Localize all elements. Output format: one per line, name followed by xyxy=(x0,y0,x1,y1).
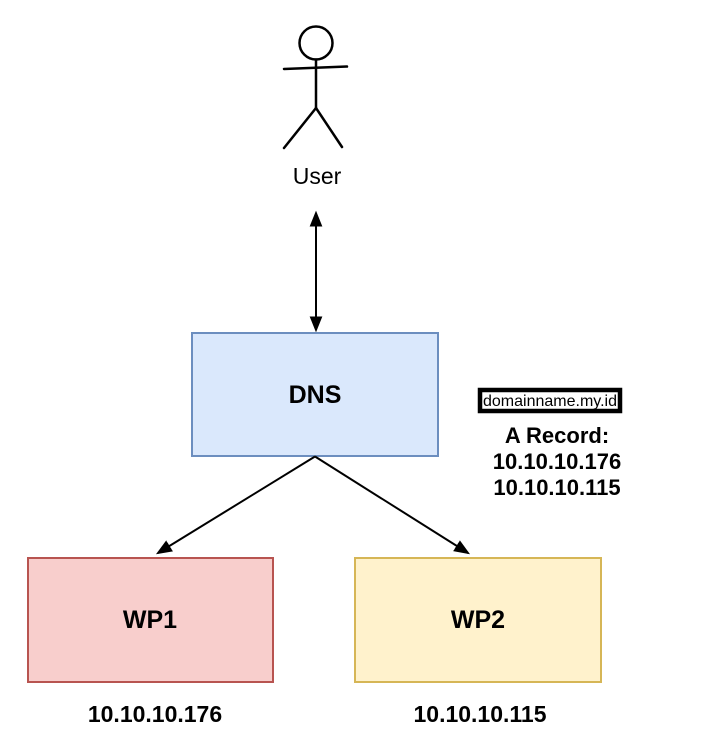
wp1-ip-caption: 10.10.10.176 xyxy=(88,701,222,727)
user-label: User xyxy=(293,163,342,189)
wp2-label: WP2 xyxy=(451,606,505,634)
wp1-node: WP1 10.10.10.176 xyxy=(27,557,274,727)
dns-node: DNS xyxy=(191,332,439,457)
edge-dns-wp2 xyxy=(314,455,471,555)
wp1-box xyxy=(27,557,274,683)
dns-label: DNS xyxy=(289,381,342,409)
dns-box xyxy=(191,332,439,457)
wp1-label: WP1 xyxy=(123,606,177,634)
domain-badge-box xyxy=(477,387,623,414)
user-actor: User xyxy=(282,25,349,189)
edge-dns-wp1 xyxy=(155,455,316,555)
wp2-box xyxy=(354,557,602,683)
person-icon-arms xyxy=(282,65,349,71)
wp2-ip-caption: 10.10.10.115 xyxy=(413,701,546,727)
domain-badge-label: domainname.my.id xyxy=(483,393,617,410)
person-icon-head xyxy=(298,25,334,61)
domain-badge: domainname.my.id xyxy=(477,387,623,414)
person-icon-left-leg xyxy=(282,106,318,150)
a-record-ip-2: 10.10.10.115 xyxy=(493,475,620,500)
person-icon-right-leg xyxy=(314,106,344,149)
a-record-annotation: A Record: 10.10.10.176 10.10.10.115 xyxy=(493,423,621,500)
wp2-node: WP2 10.10.10.115 xyxy=(354,557,602,727)
a-record-heading: A Record: xyxy=(505,423,609,448)
a-record-ip-1: 10.10.10.176 xyxy=(493,449,621,474)
